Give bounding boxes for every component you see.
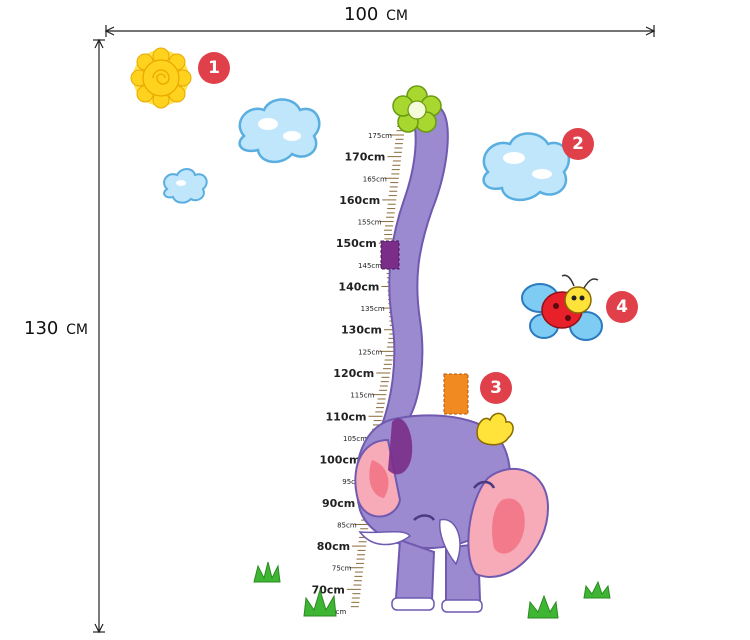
ruler-label: 65cm (327, 608, 347, 616)
height-unit: СМ (66, 322, 88, 338)
ruler-label: 165cm (363, 175, 387, 183)
cloud-icon (482, 132, 571, 201)
ruler-label: 70cm (312, 583, 345, 596)
ruler-label: 145cm (358, 262, 382, 270)
ruler-label: 95cm (342, 478, 362, 486)
ruler-label: 155cm (358, 219, 382, 227)
sun-icon (130, 47, 192, 109)
width-value: 100 (344, 4, 379, 25)
ruler-label: 85cm (337, 521, 357, 529)
ruler-label: 120cm (333, 367, 374, 380)
ruler-label: 160cm (339, 194, 380, 207)
ruler-label: 130cm (341, 324, 382, 337)
ruler-label: 135cm (361, 305, 385, 313)
callout-badge-1: 1 (198, 52, 230, 84)
flower-icon (392, 85, 442, 133)
ruler-label: 175cm (368, 132, 392, 140)
ruler-scale: 175cm 170cm 165cm 160cm 155cm 150cm 145cm 140cm… (312, 125, 406, 616)
height-value: 130 (24, 318, 59, 339)
width-dimension-arrow (104, 25, 656, 37)
ruler-label: 80cm (317, 540, 350, 553)
ruler-label: 75cm (332, 565, 352, 573)
ruler-label: 150cm (336, 237, 377, 250)
callout-badge-2: 2 (562, 128, 594, 160)
ladybug-icon (521, 274, 603, 341)
elephant-illustration (354, 106, 550, 613)
width-dimension-label: 100 СМ (344, 4, 408, 25)
bird-icon (476, 412, 514, 446)
ruler-label: 100cm (320, 454, 361, 467)
ruler-label: 90cm (322, 497, 355, 510)
cloud-icon (238, 98, 321, 163)
callout-badge-3: 3 (480, 372, 512, 404)
ruler-label: 115cm (350, 392, 374, 400)
height-dimension-arrow (93, 38, 105, 634)
ruler-label: 105cm (343, 435, 367, 443)
ruler-label: 125cm (358, 348, 382, 356)
height-dimension-label: 130 СМ (24, 318, 88, 339)
ruler-label: 140cm (338, 280, 379, 293)
width-unit: СМ (386, 8, 408, 24)
ruler-label: 170cm (344, 151, 385, 164)
ruler-label: 110cm (326, 410, 367, 423)
cloud-icon (163, 168, 208, 204)
grass-icon (253, 561, 611, 619)
callout-badge-4: 4 (606, 291, 638, 323)
